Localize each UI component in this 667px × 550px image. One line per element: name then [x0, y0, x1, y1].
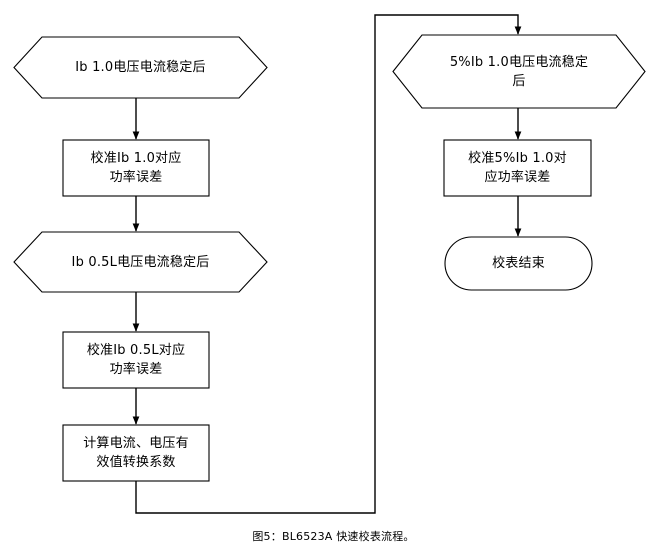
node-shape-calibrate-ib-0-5l [62, 331, 210, 389]
connector-group [132, 14, 522, 514]
node-shape-five-percent-ib-1-0-stable [392, 34, 646, 109]
node-calibrate-5-percent-ib-1-0[interactable] [444, 140, 591, 196]
node-five-percent-ib-1-0-stable[interactable] [393, 35, 645, 108]
node-shape-calibrate-ib-1-0 [62, 139, 210, 197]
node-calibration-end[interactable] [445, 237, 592, 290]
node-calibrate-ib-0-5l[interactable] [63, 332, 209, 388]
figure-caption: 图5：BL6523A 快速校表流程。 [252, 530, 415, 543]
node-ib-0-5l-stable[interactable] [14, 232, 267, 292]
node-shape-ib-0-5l-stable [13, 231, 268, 293]
connector-compute-to-5pct [135, 14, 522, 514]
node-ib-1-0-stable[interactable] [14, 37, 267, 98]
node-shape-calibration-end [444, 236, 593, 291]
node-shape-compute-rms-coefficients [62, 424, 210, 482]
node-shape-calibrate-5-percent-ib-1-0 [443, 139, 592, 197]
node-calibrate-ib-1-0[interactable] [63, 140, 209, 196]
node-compute-rms-coefficients[interactable] [63, 425, 209, 481]
node-shape-ib-1-0-stable [13, 36, 268, 99]
